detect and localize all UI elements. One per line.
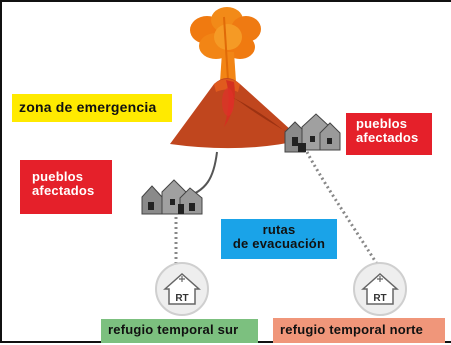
affected-towns-left-line2: afectados	[32, 182, 95, 198]
affected-towns-left-line1: pueblos	[32, 169, 84, 184]
shelter-left-icon: RT	[155, 262, 209, 316]
affected-towns-right-line2: afectados	[356, 129, 419, 145]
evacuation-routes-label: rutas de evacuación	[221, 219, 337, 259]
evacuation-routes-line1: rutas	[262, 222, 296, 237]
south-shelter-text: refugio temporal sur	[108, 322, 239, 337]
shelter-right-label: RT	[373, 293, 386, 304]
north-shelter-label: refugio temporal norte	[273, 318, 445, 343]
route-line-right-dotted	[305, 151, 379, 265]
affected-towns-left-label: pueblos afectados	[20, 160, 112, 214]
shelter-right-icon: RT	[353, 262, 407, 316]
affected-towns-right-line1: pueblos	[356, 116, 408, 131]
volcano	[170, 78, 302, 149]
village-left-houses	[141, 179, 203, 215]
shelter-left-label: RT	[175, 293, 188, 304]
emergency-zone-text: zona de emergencia	[19, 99, 157, 115]
north-shelter-text: refugio temporal norte	[280, 322, 424, 337]
eruption-plume	[190, 7, 261, 82]
emergency-zone-label: zona de emergencia	[12, 94, 172, 122]
south-shelter-label: refugio temporal sur	[101, 319, 258, 343]
affected-towns-right-label: pueblos afectados	[346, 113, 432, 155]
village-right-houses	[284, 113, 341, 153]
evacuation-routes-line2: de evacuación	[232, 235, 326, 251]
